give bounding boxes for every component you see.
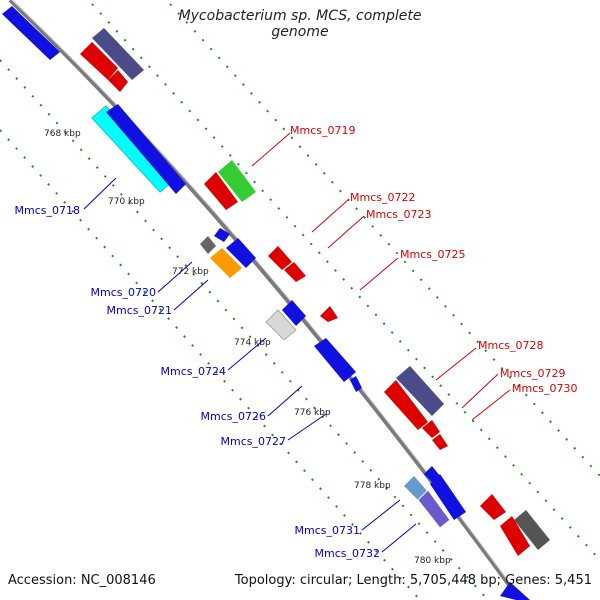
gene-block[interactable]: [514, 510, 550, 550]
gene-block[interactable]: [384, 380, 428, 430]
gene-block[interactable]: [500, 516, 530, 556]
gene-block[interactable]: [500, 582, 530, 600]
gene-block[interactable]: [92, 28, 144, 80]
gene-block[interactable]: [91, 105, 175, 193]
kbp-label: 770 kbp: [108, 197, 145, 207]
gene-label-mmcs-0723[interactable]: Mmcs_0723: [366, 208, 431, 221]
gene-block[interactable]: [2, 6, 60, 60]
gene-label-mmcs-0731[interactable]: Mmcs_0731: [295, 524, 360, 537]
gene-block[interactable]: [284, 262, 306, 282]
gene-block[interactable]: [106, 104, 186, 194]
gene-label-mmcs-0719[interactable]: Mmcs_0719: [290, 124, 355, 137]
genome-summary-text: Topology: circular; Length: 5,705,448 bp…: [234, 573, 592, 588]
gene-block[interactable]: [350, 376, 362, 392]
gene-label-mmcs-0726[interactable]: Mmcs_0726: [201, 410, 266, 423]
reverse-gene-labels: Mmcs_0718 Mmcs_0720 Mmcs_0721 Mmcs_0724 …: [15, 204, 380, 560]
label-connectors: [83, 132, 511, 553]
gene-label-mmcs-0718[interactable]: Mmcs_0718: [15, 204, 80, 217]
kbp-label: 772 kbp: [172, 267, 209, 277]
kbp-label: 780 kbp: [414, 556, 451, 566]
gene-block[interactable]: [404, 476, 428, 500]
forward-gene-labels: Mmcs_0719 Mmcs_0722 Mmcs_0723 Mmcs_0725 …: [290, 124, 577, 395]
genome-backbone: [8, 0, 522, 600]
gene-block[interactable]: [210, 248, 242, 278]
gene-block[interactable]: [396, 366, 444, 416]
gene-label-mmcs-0724[interactable]: Mmcs_0724: [161, 365, 226, 378]
gene-block[interactable]: [417, 489, 451, 529]
gene-block[interactable]: [226, 238, 256, 268]
gene-block[interactable]: [282, 300, 306, 326]
forward-strand-genes: [80, 28, 550, 556]
gene-label-mmcs-0732[interactable]: Mmcs_0732: [315, 547, 380, 560]
gene-block[interactable]: [432, 434, 448, 450]
gene-label-mmcs-0730[interactable]: Mmcs_0730: [512, 382, 577, 395]
tick-lines: [0, 3, 600, 600]
gene-label-mmcs-0725[interactable]: Mmcs_0725: [400, 248, 465, 261]
reverse-strand-genes: [2, 6, 530, 600]
gene-block[interactable]: [265, 309, 297, 341]
gene-block[interactable]: [218, 160, 256, 202]
gene-block[interactable]: [200, 236, 216, 254]
gene-block[interactable]: [480, 494, 506, 520]
gene-label-mmcs-0729[interactable]: Mmcs_0729: [500, 367, 565, 380]
gene-label-mmcs-0728[interactable]: Mmcs_0728: [478, 339, 543, 352]
gene-label-mmcs-0721[interactable]: Mmcs_0721: [107, 304, 172, 317]
gene-block[interactable]: [214, 228, 230, 242]
gene-block[interactable]: [430, 474, 466, 520]
kbp-label: 778 kbp: [354, 481, 391, 491]
gene-block[interactable]: [422, 420, 440, 438]
kbp-label: 768 kbp: [44, 129, 81, 139]
gene-block[interactable]: [320, 306, 338, 322]
gene-label-mmcs-0720[interactable]: Mmcs_0720: [91, 286, 156, 299]
gene-block[interactable]: [314, 338, 356, 382]
genome-backbone-highlight: [11, 0, 523, 600]
kbp-labels: 768 kbp 770 kbp 772 kbp 774 kbp 776 kbp …: [44, 129, 451, 566]
accession-text: Accession: NC_008146: [8, 573, 156, 588]
kbp-label: 776 kbp: [294, 408, 331, 418]
gene-block[interactable]: [204, 172, 238, 210]
gene-block[interactable]: [80, 42, 118, 80]
gene-label-mmcs-0727[interactable]: Mmcs_0727: [221, 435, 286, 448]
genome-title: Mycobacterium sp. MCS, complete genome: [178, 8, 422, 40]
kbp-label: 774 kbp: [234, 338, 271, 348]
gene-label-mmcs-0722[interactable]: Mmcs_0722: [350, 191, 415, 204]
gene-block[interactable]: [108, 70, 128, 92]
gene-block[interactable]: [268, 246, 292, 270]
